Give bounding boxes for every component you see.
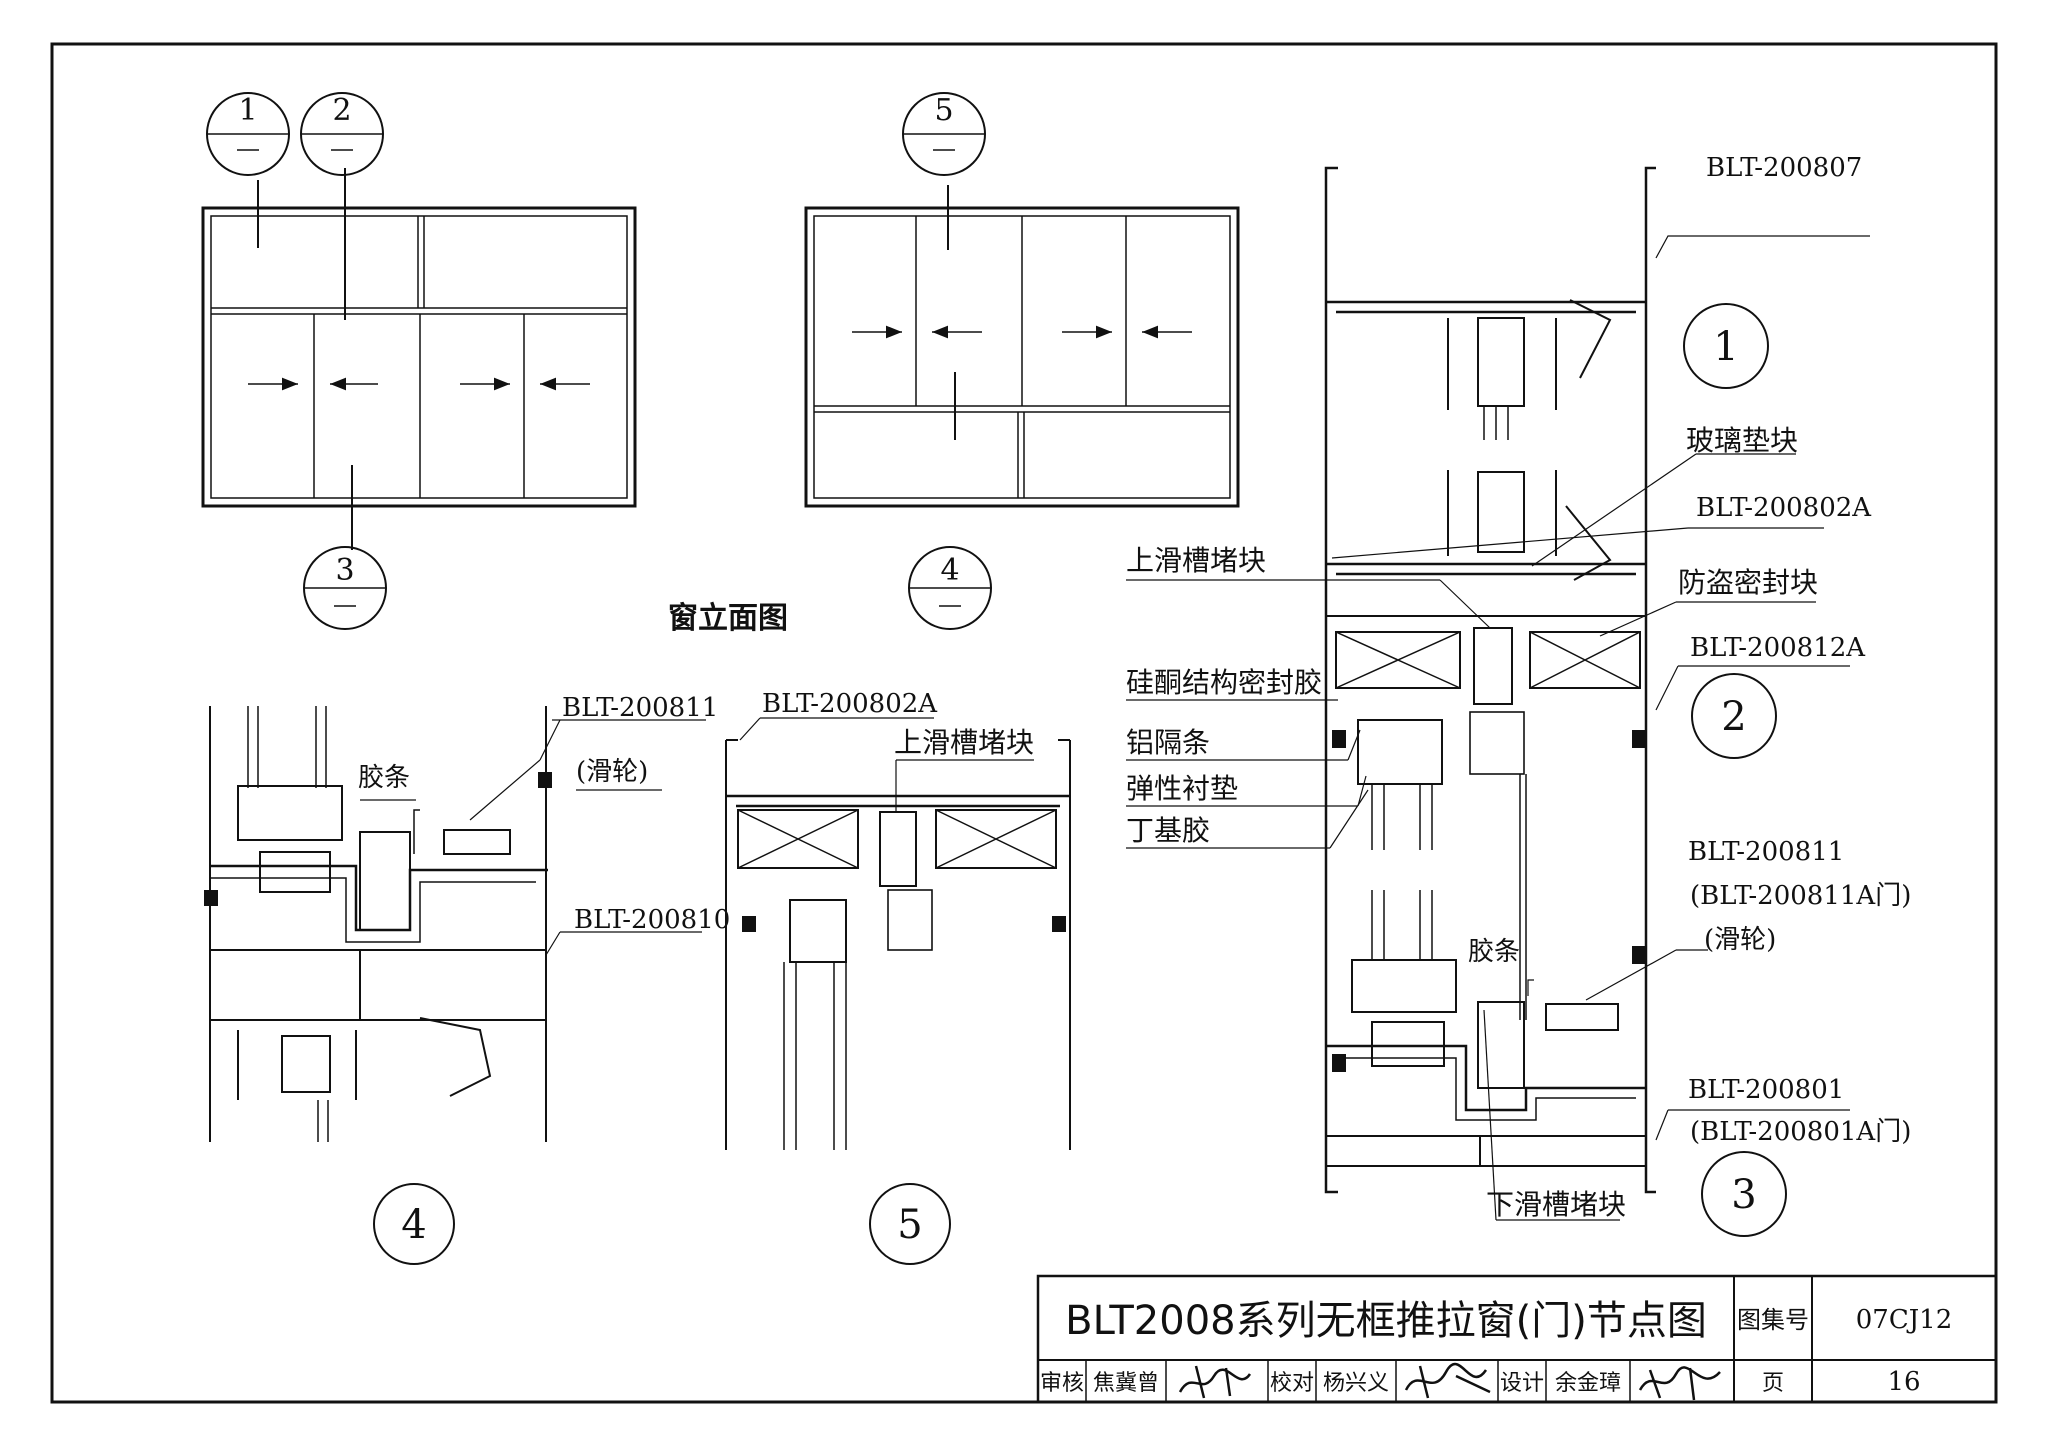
reviewer-name: 焦冀曾: [1093, 1371, 1159, 1396]
signature-reviewer: [1178, 1365, 1252, 1399]
svg-text:2: 2: [1721, 694, 1746, 740]
svg-text:5: 5: [897, 1202, 922, 1248]
detail-2-number: 2: [1691, 673, 1777, 759]
d1-label-butyl: 丁基胶: [1126, 814, 1210, 847]
checker-name: 杨兴义: [1323, 1371, 1389, 1396]
d4-label-roller: (滑轮): [576, 757, 648, 787]
d4-label-blt200810: BLT-200810: [574, 905, 730, 935]
d1-label-blt200802a: BLT-200802A: [1696, 493, 1872, 523]
title-block: [1036, 1274, 1998, 1404]
window-elevation-left: [201, 168, 637, 550]
d1-label-spacer: 铝隔条: [1126, 726, 1210, 759]
detail-4-number: 4: [373, 1183, 455, 1265]
d5-label-upper-plug: 上滑槽堵块: [894, 726, 1034, 759]
detail-1-number: 1: [1683, 303, 1769, 389]
svg-text:3: 3: [1731, 1172, 1756, 1218]
window-elevation-right: [804, 185, 1240, 508]
detail-1-2-3-drawing: [1126, 166, 1870, 1221]
detail-5-number: 5: [869, 1183, 951, 1265]
d2-label-blt200812a: BLT-200812A: [1690, 633, 1866, 663]
section-marker-3: 3: [303, 546, 387, 630]
designer-name: 余金璋: [1555, 1371, 1621, 1396]
sheet-border: [50, 42, 1998, 1404]
d1-label-glass-block: 玻璃垫块: [1686, 424, 1798, 457]
signature-designer: [1638, 1366, 1721, 1401]
d3-label-blt200801: BLT-200801: [1688, 1075, 1844, 1105]
svg-text:1: 1: [1713, 324, 1738, 370]
marker-5-label: 5: [934, 93, 953, 128]
detail-4-drawing: [204, 706, 706, 1142]
marker-1-label: 1: [238, 93, 257, 128]
d1-label-upper-plug: 上滑槽堵块: [1126, 544, 1266, 577]
section-marker-5: 5: [902, 92, 986, 176]
d2-label-gasket: 胶条: [1468, 937, 1520, 967]
check-label: 校对: [1270, 1371, 1314, 1396]
d4-label-blt200811: BLT-200811: [562, 693, 718, 723]
d5-label-blt200802a: BLT-200802A: [762, 689, 938, 719]
d1-label-anti-theft: 防盗密封块: [1678, 566, 1818, 599]
page-number: 16: [1887, 1367, 1920, 1397]
d4-label-gasket: 胶条: [358, 763, 410, 793]
signature-checker: [1404, 1363, 1491, 1399]
elevation-caption: 窗立面图: [668, 601, 788, 636]
section-marker-4: 4: [908, 546, 992, 630]
d1-label-silicone: 硅酮结构密封胶: [1126, 666, 1322, 699]
drawing-title: BLT2008系列无框推拉窗(门)节点图: [1065, 1298, 1707, 1344]
d2-label-roller: (滑轮): [1704, 925, 1776, 955]
marker-4-label: 4: [940, 553, 959, 588]
d1-label-elastic: 弹性衬垫: [1126, 772, 1238, 805]
detail-3-number: 3: [1701, 1151, 1787, 1237]
section-marker-1: 1: [206, 92, 290, 176]
atlas-label: 图集号: [1737, 1306, 1809, 1334]
design-label: 设计: [1500, 1371, 1544, 1396]
detail-5-drawing: [725, 717, 1071, 1150]
svg-text:4: 4: [401, 1202, 426, 1248]
atlas-number: 07CJ12: [1856, 1305, 1952, 1335]
page-label: 页: [1762, 1371, 1784, 1396]
d3-label-lower-plug: 下滑槽堵块: [1486, 1188, 1626, 1221]
d3-label-blt200801a: (BLT-200801A门): [1690, 1117, 1911, 1147]
marker-2-label: 2: [332, 93, 351, 128]
d2-label-blt200811: BLT-200811: [1688, 837, 1844, 867]
section-marker-2: 2: [300, 92, 384, 176]
d1-label-blt200807: BLT-200807: [1706, 153, 1862, 183]
d2-label-blt200811a: (BLT-200811A门): [1690, 881, 1911, 911]
review-label: 审核: [1040, 1371, 1084, 1396]
marker-3-label: 3: [335, 553, 354, 588]
